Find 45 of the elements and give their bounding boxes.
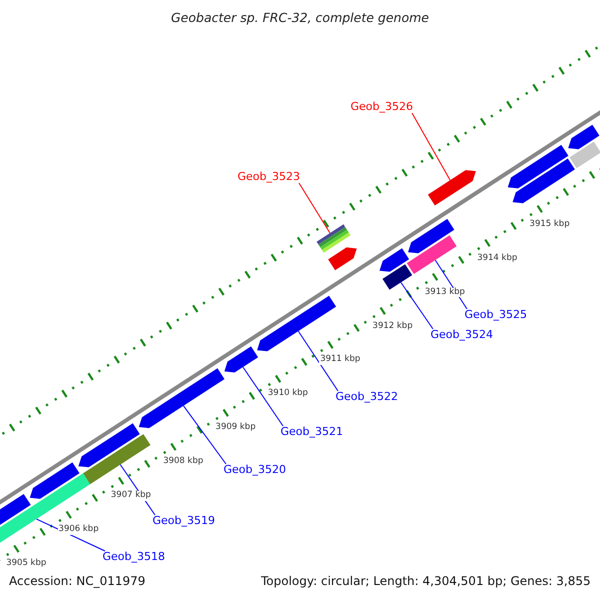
- accession-text: Accession: NC_011979: [9, 574, 146, 588]
- gene-label: Geob_3522: [336, 391, 398, 404]
- gene-bar: [568, 124, 600, 150]
- gene-bar: [30, 462, 80, 499]
- scale-label: 3909 kbp: [214, 423, 257, 433]
- scale-label: 3908 kbp: [162, 457, 204, 467]
- scale-label: 3907 kbp: [110, 491, 152, 501]
- gene-label: Geob_3519: [152, 515, 215, 528]
- leader-line: [242, 366, 284, 426]
- leader-line: [400, 282, 434, 330]
- gene-bar: [512, 158, 575, 204]
- gene-bar: [78, 423, 140, 468]
- gene-bar: [328, 247, 357, 270]
- gene-bar: [316, 224, 350, 253]
- gene-label: Geob_3520: [224, 464, 286, 476]
- gene-bar: [83, 434, 150, 484]
- gene-bar: [408, 218, 454, 254]
- leader-line: [298, 182, 330, 234]
- gene-bar: [406, 235, 457, 274]
- scale-label: 3905 kbp: [5, 559, 48, 569]
- leader-line: [183, 405, 226, 464]
- gene-label: Geob_3521: [280, 426, 343, 438]
- gene-label: Geob_3526: [350, 101, 413, 114]
- gene-bar: [224, 346, 258, 372]
- gene-bar: [257, 296, 336, 352]
- scale-label: 3910 kbp: [266, 389, 309, 399]
- scale-label: 3913 kbp: [424, 288, 466, 297]
- scale-label: 3906 kbp: [58, 525, 100, 535]
- scale-label: 3912 kbp: [372, 322, 414, 331]
- gene-label: Geob_3524: [430, 329, 493, 342]
- leader-line: [412, 112, 451, 181]
- scale-label: 3911 kbp: [319, 355, 362, 365]
- gene-bar: [570, 142, 600, 168]
- gene-bar: [380, 248, 410, 272]
- scale-label: 3914 kbp: [476, 254, 518, 263]
- gene-bar: [428, 170, 476, 206]
- title: Geobacter sp. FRC-32, complete genome: [171, 11, 429, 25]
- genome-info-text: Topology: circular; Length: 4,304,501 bp; Genes: 3,855: [261, 574, 591, 588]
- gene-bar: [382, 264, 412, 290]
- scale-label: 3915 kbp: [528, 220, 571, 229]
- gene-label: Geob_3525: [464, 309, 527, 322]
- leader-line: [298, 330, 338, 392]
- gene-bar: [508, 144, 568, 188]
- gene-label: Geob_3523: [238, 171, 300, 184]
- gene-label: Geob_3518: [102, 551, 165, 564]
